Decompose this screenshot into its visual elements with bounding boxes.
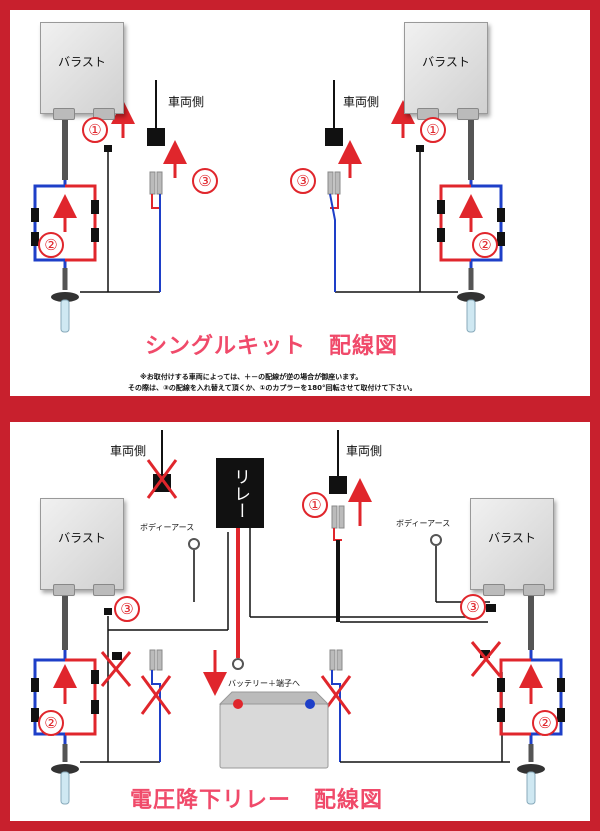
relay-ballast-right-label: バラスト [488, 531, 536, 545]
connector-left-1 [31, 208, 39, 222]
ballast-right: バラスト [404, 22, 488, 120]
relay-marker-1: ① [302, 492, 328, 518]
marker-3-left: ③ [192, 168, 218, 194]
vehicle-connector-left [147, 128, 165, 146]
relay-kit-wiring [31, 430, 565, 805]
ballast-cable-right [468, 110, 474, 180]
relay-marker-3-left: ③ [114, 596, 140, 622]
marker-1-left: ① [82, 117, 108, 143]
single-kit-title: シングルキット 配線図 [145, 334, 399, 359]
body-earth-label-left: ボディーアース [140, 523, 195, 532]
note-line-1: ※お取付けする車両によっては、＋－の配線が逆の場合が御座います。 [140, 373, 363, 381]
relay-marker-2-right: ② [532, 710, 558, 736]
single-kit-panel: バラスト バラスト 車両側 車両側 ① ③ ② ① ③ ② シングルキット 配線… [10, 10, 590, 396]
battery [219, 703, 329, 769]
relay-vehicle-side-label-right: 車両側 [346, 444, 383, 458]
ground-terminal-left [104, 145, 112, 152]
bulb-right [466, 299, 476, 333]
bulb-left [60, 299, 70, 333]
connector-left-4 [91, 228, 99, 242]
body-earth-label-right: ボディーアース [396, 519, 451, 528]
ballast-cable-left [62, 110, 68, 180]
ballast-left: バラスト [40, 22, 124, 120]
relay-kit-title: 電圧降下リレー 配線図 [130, 788, 384, 813]
relay-unit: リレー [216, 458, 264, 528]
relay-ballast-right: バラスト [470, 498, 554, 596]
bulb-base-left [51, 292, 79, 302]
relay-kit-panel: バラスト バラスト リレー 車両側 車両側 ボディーアース ボディーアース バッ… [10, 422, 590, 821]
vehicle-side-label-left: 車両側 [168, 95, 205, 109]
ground-terminal-right [416, 145, 424, 152]
connector-left-2 [31, 232, 39, 246]
marker-1-right: ① [420, 117, 446, 143]
relay-vehicle-side-label-left: 車両側 [110, 444, 147, 458]
connector-left-3 [91, 200, 99, 214]
ballast-left-label: バラスト [58, 55, 106, 69]
relay-marker-2-left: ② [38, 710, 64, 736]
ballast-right-label: バラスト [422, 55, 470, 69]
relay-ballast-left-label: バラスト [58, 531, 106, 545]
marker-3-right: ③ [290, 168, 316, 194]
marker-2-left: ② [38, 232, 64, 258]
wire-plus-right [439, 184, 471, 262]
bulb-base-right [457, 292, 485, 302]
note-line-2: その際は、③の配線を入れ替えて頂くか、①のカプラーを180°回転させて取付けて下… [128, 384, 417, 392]
battery-plus-label: バッテリー＋端子へ [228, 679, 300, 688]
marker-2-right: ② [472, 232, 498, 258]
single-kit-wiring [31, 80, 505, 333]
wire-plus-left [65, 184, 97, 262]
relay-ballast-left: バラスト [40, 498, 124, 596]
vehicle-side-label-right: 車両側 [343, 95, 380, 109]
vehicle-connector-right [325, 128, 343, 146]
relay-marker-3-right: ③ [460, 594, 486, 620]
